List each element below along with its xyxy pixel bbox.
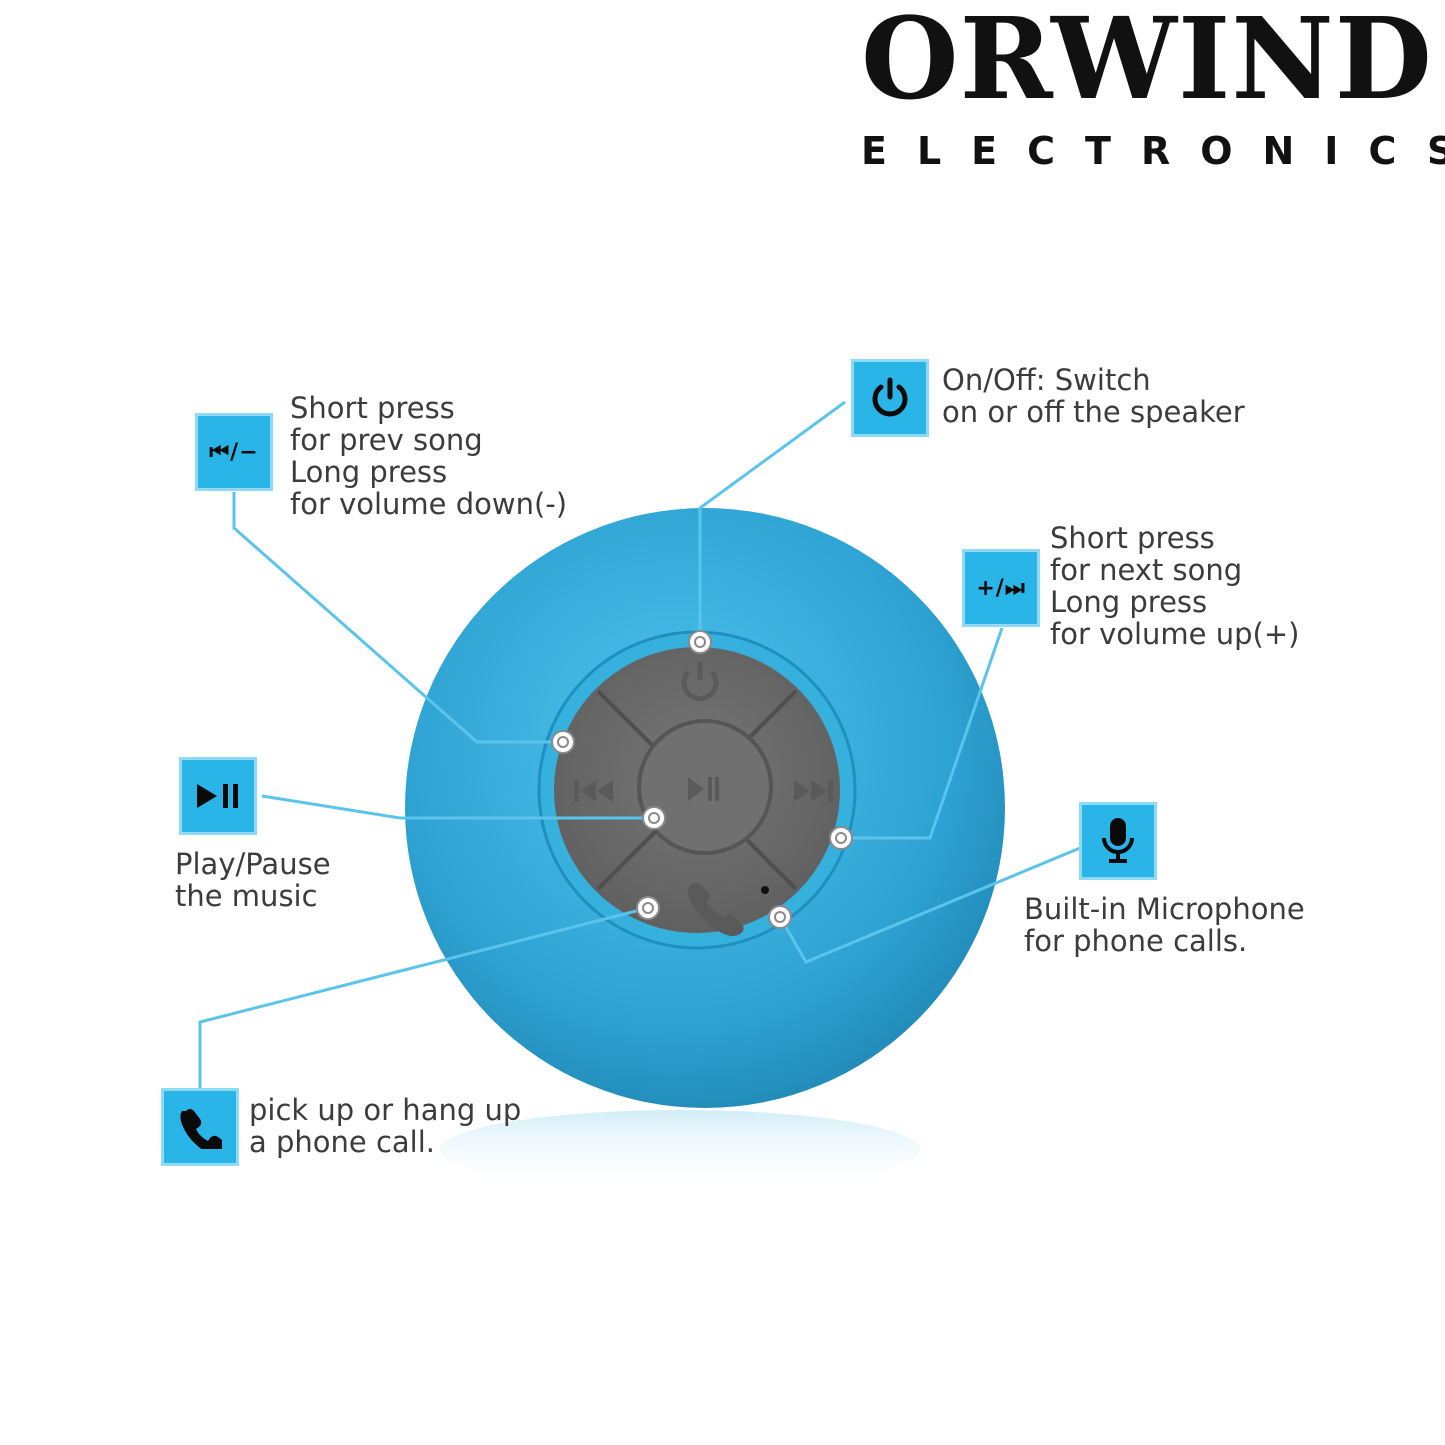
marker-next <box>829 826 853 850</box>
marker-power <box>688 630 712 654</box>
prev-volume-down-icon: ⏮/− <box>195 413 273 491</box>
marker-mic <box>768 905 792 929</box>
play-label: Play/Pause the music <box>175 847 331 913</box>
marker-play <box>642 806 666 830</box>
call-label: pick up or hang up a phone call. <box>249 1093 522 1159</box>
brand-logo: ORWIND ELECTRONICS <box>861 0 1445 190</box>
center-button <box>637 719 773 855</box>
power-label: On/Off: Switch on or off the speaker <box>942 363 1245 429</box>
pad-prev-icon <box>574 780 613 802</box>
mic-label: Built-in Microphone for phone calls. <box>1024 892 1305 958</box>
pad-next-icon <box>794 780 833 802</box>
marker-prev <box>551 730 575 754</box>
pad-play-pause-icon <box>688 777 719 801</box>
marker-call <box>636 896 660 920</box>
next-icon-text: +/⏭ <box>976 575 1026 601</box>
next-label: Short press for next song Long press for… <box>1050 521 1300 651</box>
pad-phone-icon <box>688 882 744 936</box>
brand-name: ORWIND <box>861 0 1433 125</box>
brand-tagline: ELECTRONICS <box>861 129 1445 173</box>
phone-icon <box>161 1088 239 1166</box>
prev-icon-text: ⏮/− <box>209 439 259 465</box>
microphone-icon <box>1079 802 1157 880</box>
next-volume-up-icon: +/⏭ <box>962 549 1040 627</box>
target-markers <box>551 630 853 929</box>
prev-label: Short press for prev song Long press for… <box>290 391 568 521</box>
pad-power-icon <box>681 670 719 702</box>
mic-hole <box>761 886 769 894</box>
speaker-reflection <box>440 1110 920 1190</box>
play-pause-icon <box>179 757 257 835</box>
power-icon <box>851 359 929 437</box>
